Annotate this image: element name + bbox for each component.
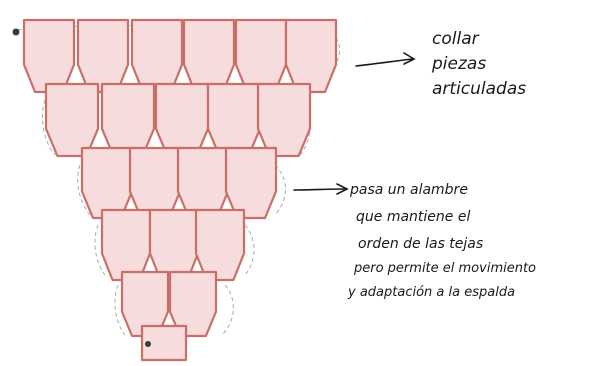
tile-r1-c3 xyxy=(130,18,184,94)
tile-r1-c4 xyxy=(182,18,236,94)
annotation-top: collar piezas articuladas xyxy=(431,29,526,99)
wire-row-5 xyxy=(114,284,234,336)
annotation-top-line-3: articuladas xyxy=(432,79,526,99)
annotation-side-line-4: pero permite el movimiento xyxy=(353,261,536,276)
annotation-side-line-5: y adaptación a la espalda xyxy=(347,285,515,300)
wire-row-4 xyxy=(94,224,255,276)
tile-r3-c2 xyxy=(128,146,182,220)
tile-r3-c1 xyxy=(80,146,134,220)
tile-r2-c1 xyxy=(44,82,100,158)
wire-row-3 xyxy=(77,164,286,216)
pin-top-left xyxy=(12,28,20,36)
tile-r5-c2 xyxy=(168,270,218,338)
tile-r4-c2 xyxy=(148,208,200,282)
tile-r2-c2 xyxy=(100,82,156,158)
tile-r3-c3 xyxy=(176,146,230,220)
annotation-top-line-1: collar xyxy=(432,29,480,49)
tile-r1-c5 xyxy=(234,18,288,94)
tile-r1-c6 xyxy=(284,18,338,94)
tile-r1-c2 xyxy=(76,18,130,94)
annotation-side-line-2: que mantiene el xyxy=(356,209,470,225)
annotation-side-line-1: pasa un alambre xyxy=(349,182,468,198)
annotation-side-line-3: orden de las tejas xyxy=(358,236,483,252)
annotation-top-line-2: piezas xyxy=(431,54,486,74)
tile-r6-c1 xyxy=(140,324,188,362)
tile-r4-c1 xyxy=(100,208,152,282)
tile-r2-c3 xyxy=(154,82,210,158)
tile-r1-c1 xyxy=(22,18,76,94)
arrow-side xyxy=(293,183,349,195)
tile-r3-c4 xyxy=(224,146,278,220)
pin-bottom xyxy=(145,341,151,347)
tile-r2-c5 xyxy=(256,82,312,158)
annotation-side: pasa un alambre que mantiene el orden de… xyxy=(347,182,536,300)
tiles-group xyxy=(22,18,338,362)
arrow-top xyxy=(355,52,416,67)
tile-r4-c3 xyxy=(194,208,246,282)
tile-r2-c4 xyxy=(206,82,262,158)
